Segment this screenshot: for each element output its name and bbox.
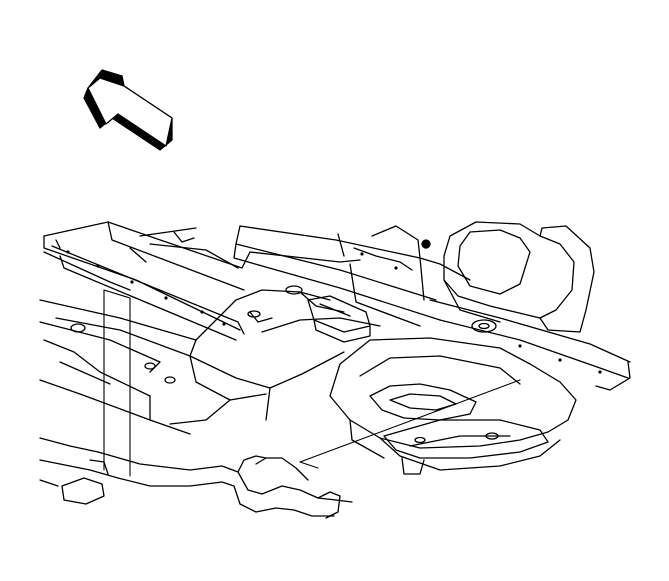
left-frame-rail	[43, 221, 361, 341]
rear-wheelhouse	[443, 221, 595, 333]
exhaust-pipe	[39, 437, 353, 519]
tunnel-bracket	[307, 295, 371, 343]
rear-cross-member	[383, 419, 549, 475]
right-frame-rail	[233, 225, 631, 391]
detail-marks	[66, 250, 602, 374]
callout-leader-lines	[103, 289, 521, 477]
spare-tire-well	[329, 337, 577, 471]
floor-pan	[39, 285, 381, 435]
front-direction-arrow-icon	[83, 69, 173, 151]
